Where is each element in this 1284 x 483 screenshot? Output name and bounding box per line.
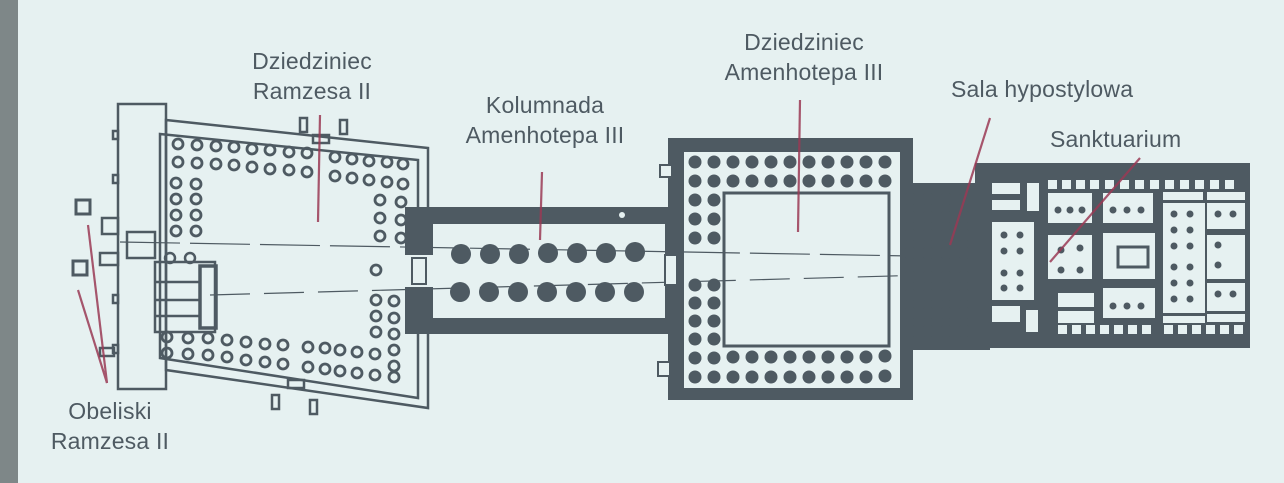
sanctuary-block: [975, 163, 1250, 348]
court-ramesses-columns: [160, 137, 410, 384]
colonnade: [405, 207, 676, 334]
label-court-ramesses-line1: Dziedziniec: [252, 48, 372, 74]
court-amenhotep-columns: [688, 155, 892, 384]
label-sanctuary-line1: Sanktuarium: [1050, 126, 1182, 152]
court-amenhotep: [657, 138, 990, 400]
label-hypostyle-line1: Sala hypostylowa: [951, 76, 1134, 102]
obelisks: [71, 198, 92, 277]
label-court-amenhotep-line2: Amenhotepa III: [724, 59, 884, 85]
court-ramesses: [158, 116, 430, 416]
label-court-amenhotep-line1: Dziedziniec: [744, 29, 864, 55]
label-obelisks-line2: Ramzesa II: [50, 428, 170, 454]
label-court-ramesses-line2: Ramzesa II: [252, 78, 372, 104]
label-court-amenhotep: Dziedziniec Amenhotepa III: [688, 27, 920, 87]
colonnade-columns: [450, 242, 645, 302]
pylon-ramesses: [98, 102, 168, 391]
label-sanctuary: Sanktuarium: [1050, 124, 1181, 154]
bark-shrine: [153, 251, 218, 334]
leader-lines: [76, 99, 1141, 384]
label-obelisks: Obeliski Ramzesa II: [30, 396, 190, 456]
label-colonnade: Kolumnada Amenhotepa III: [432, 90, 658, 150]
label-obelisks-line1: Obeliski: [68, 398, 152, 424]
label-colonnade-line1: Kolumnada: [485, 92, 605, 118]
label-court-ramesses: Dziedziniec Ramzesa II: [222, 46, 402, 106]
label-colonnade-line2: Amenhotepa III: [465, 122, 625, 148]
screen-edge: [0, 0, 18, 483]
label-hypostyle: Sala hypostylowa: [951, 74, 1133, 104]
